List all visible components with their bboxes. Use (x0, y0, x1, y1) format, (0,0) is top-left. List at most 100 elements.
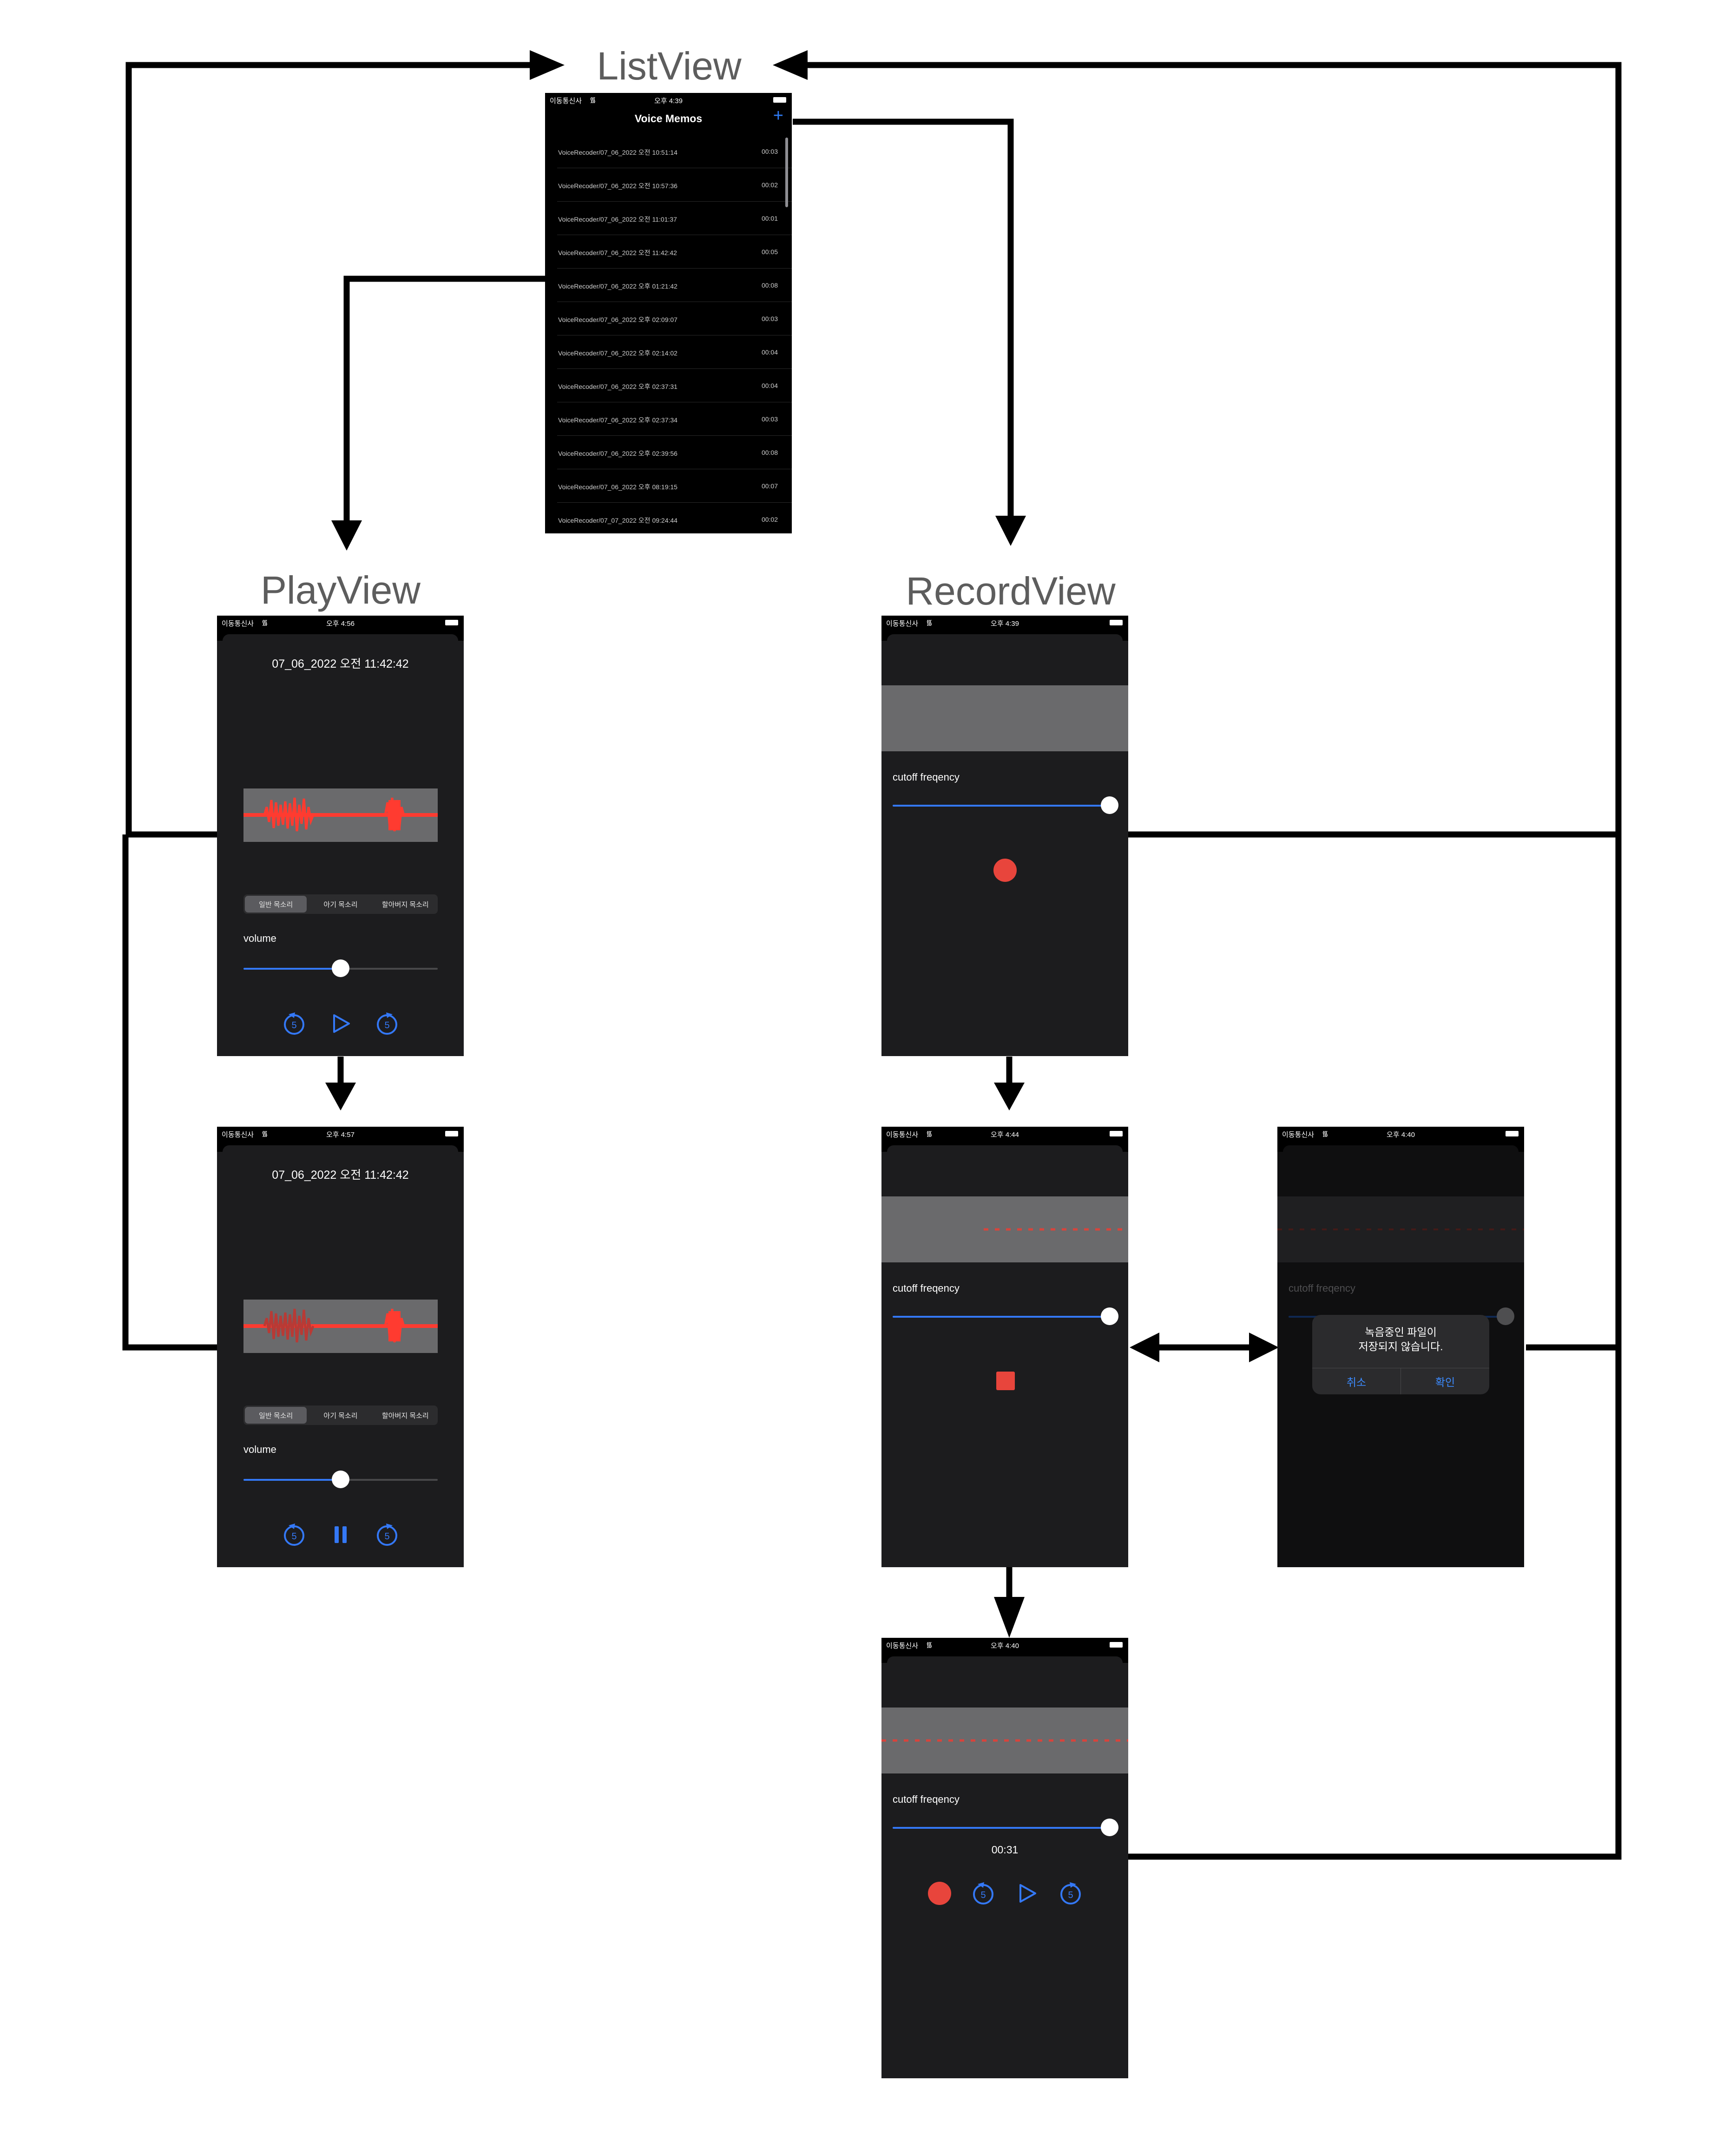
segment-grandpa-voice[interactable]: 할아버지 목소리 (381, 1412, 429, 1420)
gobackward-5-icon[interactable]: 5 (969, 1879, 997, 1907)
cutoff-label: cutoff freqency (893, 1282, 960, 1294)
segment-baby-voice[interactable]: 아기 목소리 (323, 900, 358, 909)
arrow-play-to-list (125, 62, 530, 838)
battery-icon (773, 97, 786, 103)
memo-name: VoiceRecoder/07_06_2022 오후 02:37:31 (558, 383, 677, 390)
memo-name: VoiceRecoder/07_06_2022 오전 11:42:42 (558, 249, 677, 256)
segment-baby-voice[interactable]: 아기 목소리 (323, 1412, 358, 1420)
list-view-screen: 이동통신사 ᯾ 오후 4:39 Voice Memos + VoiceRecod… (545, 93, 792, 533)
wifi-icon: ᯾ (926, 1130, 933, 1138)
arrowhead (995, 516, 1026, 546)
goforward-5-icon[interactable]: 5 (1057, 1879, 1085, 1907)
memo-row[interactable]: VoiceRecoder/07_06_2022 오후 01:21:42 00:08 (557, 269, 792, 302)
scroll-indicator[interactable] (785, 138, 788, 207)
memo-name: VoiceRecoder/07_06_2022 오후 08:19:15 (558, 483, 677, 491)
arrowhead (1249, 1333, 1279, 1362)
carrier-label: 이동통신사 (222, 620, 254, 628)
wifi-icon: ᯾ (926, 619, 933, 627)
cutoff-slider[interactable] (893, 796, 1118, 814)
sheet-edge (1277, 1141, 1524, 1152)
play-icon[interactable] (327, 1010, 355, 1038)
cutoff-label: cutoff freqency (893, 1793, 960, 1805)
sheet-edge (881, 1652, 1128, 1663)
recording-waveform (1277, 1196, 1524, 1262)
status-time: 오후 4:40 (991, 1642, 1019, 1650)
volume-slider[interactable] (243, 959, 438, 977)
memo-duration: 00:03 (761, 148, 778, 155)
memo-duration: 00:08 (761, 282, 778, 289)
record-icon[interactable] (993, 859, 1017, 882)
voice-filter-segmented-control[interactable]: 일반 목소리 아기 목소리 할아버지 목소리 (243, 894, 438, 914)
slider-thumb[interactable] (332, 1471, 349, 1488)
memo-name: VoiceRecoder/07_07_2022 오전 09:24:44 (558, 517, 677, 524)
gobackward-5-icon[interactable]: 5 (280, 1521, 308, 1549)
memo-name: VoiceRecoder/07_06_2022 오후 01:21:42 (558, 282, 677, 290)
memo-name: VoiceRecoder/07_06_2022 오후 02:37:34 (558, 416, 677, 424)
status-bar: 이동통신사 ᯾ 오후 4:57 (217, 1127, 464, 1141)
skip-seconds-label: 5 (1068, 1890, 1073, 1900)
carrier-label: 이동통신사 (886, 1131, 919, 1139)
status-time: 오후 4:56 (326, 620, 355, 628)
carrier-label: 이동통신사 (550, 97, 582, 105)
play-icon[interactable] (1013, 1879, 1041, 1907)
volume-label: volume (243, 933, 276, 944)
slider-thumb[interactable] (1101, 796, 1118, 814)
plus-icon[interactable]: + (773, 106, 783, 125)
goforward-5-icon[interactable]: 5 (373, 1521, 401, 1549)
voice-filter-segmented-control[interactable]: 일반 목소리 아기 목소리 할아버지 목소리 (243, 1405, 438, 1425)
slider-thumb[interactable] (1101, 1307, 1118, 1325)
playback-controls: 5 5 (217, 1010, 464, 1038)
waveform (243, 1300, 438, 1353)
arrowhead (325, 1083, 356, 1110)
alert-confirm-button[interactable]: 확인 (1401, 1368, 1489, 1394)
skip-seconds-label: 5 (291, 1531, 296, 1542)
recording-timer: 00:31 (991, 1844, 1019, 1856)
status-bar: 이동통신사 ᯾ 오후 4:40 (881, 1638, 1128, 1652)
alert-message: 녹음중인 파일이 저장되지 않습니다. (1312, 1325, 1489, 1354)
wifi-icon: ᯾ (926, 1641, 933, 1649)
alert-dialog: 녹음중인 파일이 저장되지 않습니다. 취소 확인 (1312, 1315, 1489, 1394)
slider-thumb[interactable] (332, 959, 349, 977)
segment-grandpa-voice[interactable]: 할아버지 목소리 (381, 900, 429, 909)
record-view-recording-screen: 이동통신사 ᯾ 오후 4:44 cutoff freqency (881, 1127, 1128, 1567)
sheet-edge (217, 630, 464, 641)
memo-name: VoiceRecoder/07_06_2022 오후 02:14:02 (558, 349, 677, 357)
memo-duration: 00:08 (761, 449, 778, 456)
volume-slider[interactable] (243, 1471, 438, 1488)
arrow-list-to-play (343, 276, 545, 520)
recordview-title: RecordView (906, 569, 1116, 613)
pause-icon[interactable] (327, 1521, 355, 1549)
alert-cancel-button[interactable]: 취소 (1346, 1376, 1367, 1388)
carrier-label: 이동통신사 (886, 1642, 919, 1650)
waveform-bursts (263, 797, 405, 832)
play-view-screen: 이동통신사 ᯾ 오후 4:56 07_06_2022 오전 11:42:42 일… (217, 616, 464, 1056)
gobackward-5-icon[interactable]: 5 (280, 1010, 308, 1038)
cutoff-slider[interactable] (893, 1307, 1118, 1325)
cutoff-slider[interactable] (893, 1819, 1118, 1836)
record-icon[interactable] (926, 1879, 953, 1907)
arrow-play2-to-list (122, 834, 217, 1351)
wifi-icon: ᯾ (262, 1130, 268, 1138)
recording-playback-controls: 5 5 (881, 1879, 1128, 1907)
segment-normal-voice[interactable]: 일반 목소리 (245, 1407, 307, 1424)
status-bar: 이동통신사 ᯾ 오후 4:39 (881, 616, 1128, 630)
status-bar: 이동통신사 ᯾ 오후 4:44 (881, 1127, 1128, 1141)
stop-icon[interactable] (996, 1372, 1015, 1390)
memo-row[interactable]: VoiceRecoder/07_06_2022 오후 02:37:31 00:04 (557, 369, 792, 402)
arrowhead (773, 50, 808, 80)
memo-duration: 00:04 (761, 382, 778, 389)
goforward-5-icon[interactable]: 5 (373, 1010, 401, 1038)
slider-thumb[interactable] (1101, 1819, 1118, 1836)
segment-normal-voice[interactable]: 일반 목소리 (245, 896, 307, 913)
battery-icon (445, 620, 458, 625)
